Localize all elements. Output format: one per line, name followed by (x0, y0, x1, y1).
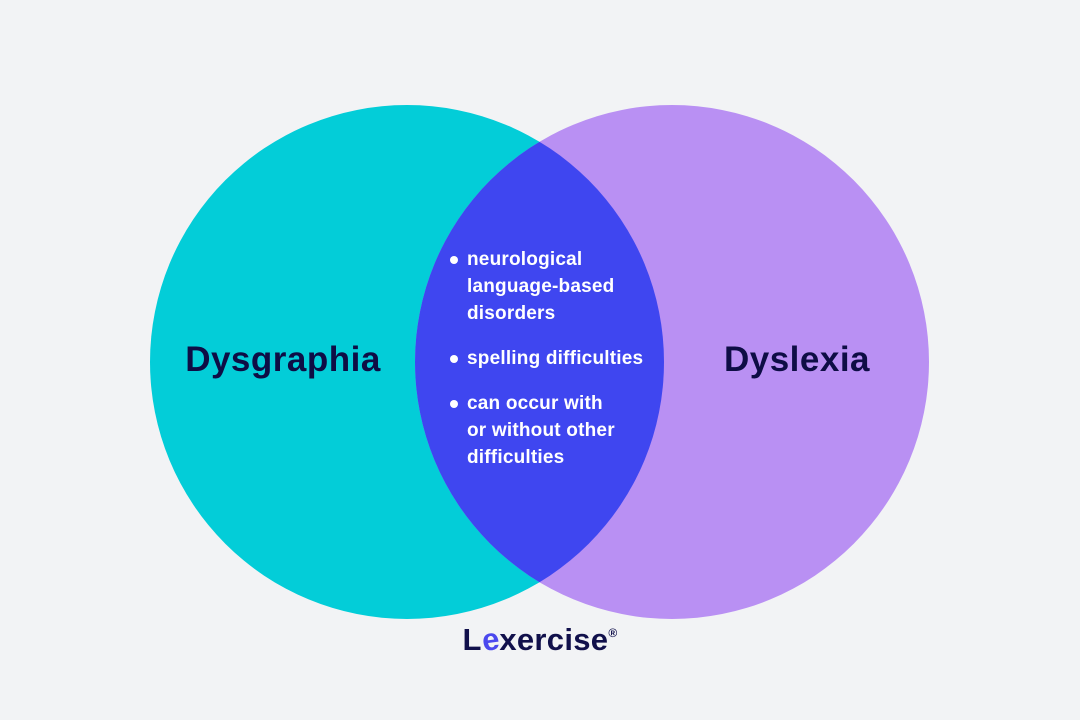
overlap-bullet-list: neurological language-based disorders sp… (450, 246, 660, 489)
lexercise-logo: Lexercise® (0, 621, 1080, 658)
bullet-icon (450, 400, 458, 408)
list-item: spelling difficulties (450, 345, 660, 372)
list-item: can occur with or without other difficul… (450, 390, 660, 471)
bullet-icon (450, 355, 458, 363)
logo-suffix: xercise (499, 622, 609, 657)
dysgraphia-label: Dysgraphia (185, 340, 381, 379)
logo-prefix: L (462, 622, 482, 657)
overlap-item-text: can occur with or without other difficul… (467, 393, 615, 468)
dyslexia-label: Dyslexia (723, 340, 871, 379)
bullet-icon (450, 256, 458, 264)
registered-trademark-symbol: ® (608, 626, 618, 640)
overlap-region (415, 105, 664, 619)
overlap-item-text: spelling difficulties (467, 348, 644, 369)
overlap-item-text: neurological language-based disorders (467, 249, 615, 324)
list-item: neurological language-based disorders (450, 246, 660, 327)
